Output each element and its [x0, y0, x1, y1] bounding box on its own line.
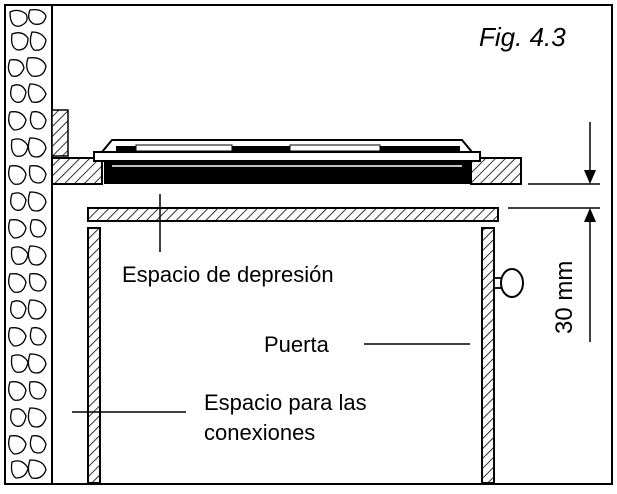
- dimension-marker: [508, 122, 600, 342]
- connection-space-label-line1: Espacio para las: [204, 390, 367, 415]
- cabinet-door-panel: [481, 227, 495, 484]
- worktop-left: [51, 157, 103, 185]
- recess-space-label: Espacio de depresión: [122, 262, 334, 287]
- figure-frame: [4, 4, 613, 485]
- door-label: Puerta: [264, 332, 330, 357]
- dimension-value: 30 mm: [551, 261, 578, 334]
- cabinet-top-board: [87, 207, 499, 222]
- cabinet-left-panel: [87, 227, 101, 484]
- worktop-right: [470, 157, 522, 185]
- figure-number: Fig. 4.3: [479, 22, 566, 52]
- door-knob-icon: [493, 268, 524, 298]
- connection-space-label-line2: conexiones: [204, 420, 315, 445]
- stone-wall: [6, 6, 53, 483]
- wall-trim: [51, 109, 69, 157]
- hob-appliance: [93, 139, 481, 184]
